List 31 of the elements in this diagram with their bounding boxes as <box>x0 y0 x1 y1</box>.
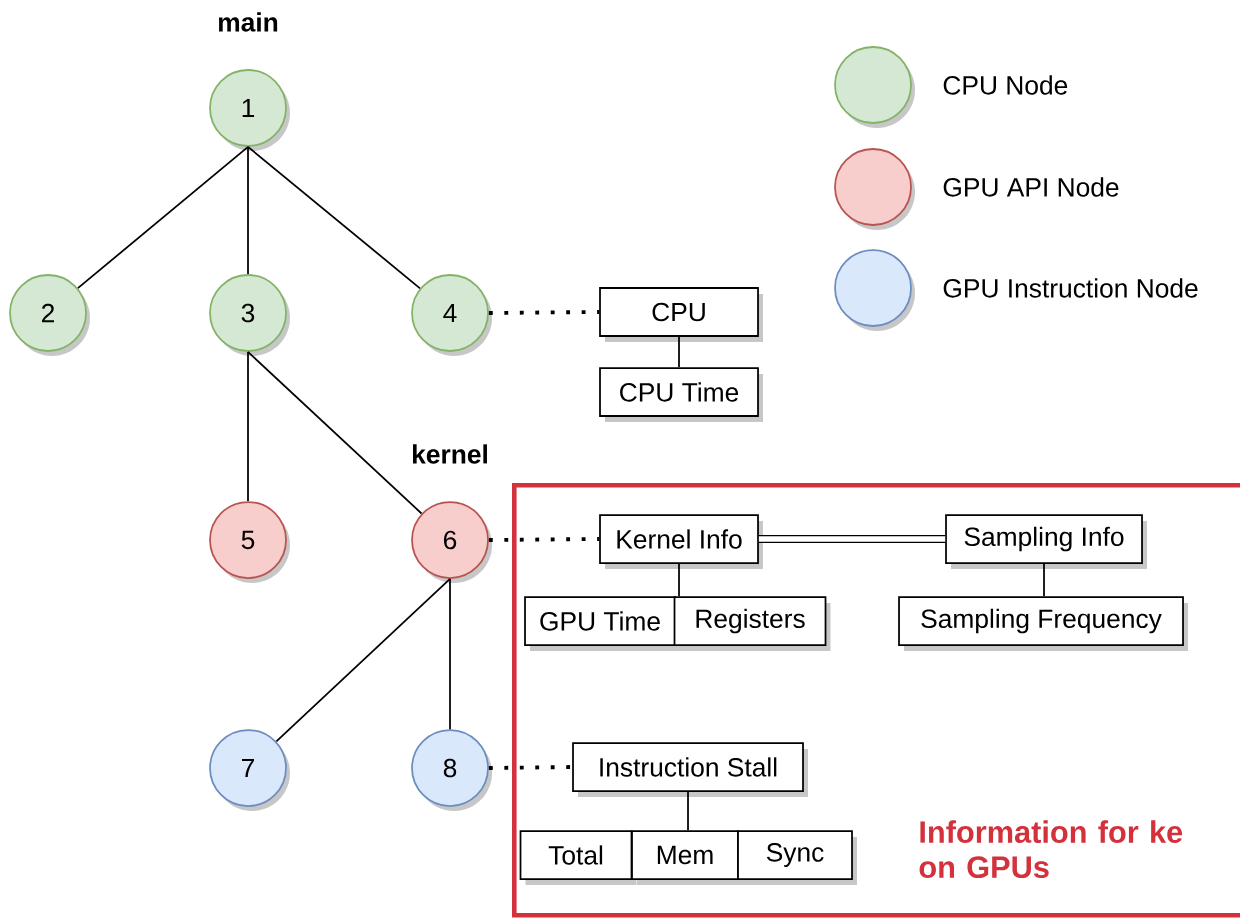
connector-line <box>77 146 249 290</box>
info-box: CPU Time <box>599 367 763 422</box>
node-caption: main <box>219 12 278 32</box>
info-box: Kernel Info <box>599 514 763 569</box>
connector-line <box>678 563 680 597</box>
double-line <box>758 534 946 544</box>
connector-line <box>247 146 249 275</box>
info-box: GPU Time <box>524 596 680 651</box>
connector-line <box>247 351 423 515</box>
legend-label: GPU Instruction Node <box>943 278 1198 298</box>
connector-line <box>275 578 451 743</box>
connector-line <box>1043 563 1045 597</box>
info-box: Sampling Info <box>945 514 1147 569</box>
info-box: Sampling Frequency <box>898 596 1188 651</box>
info-box: Total <box>519 830 637 885</box>
connector-line <box>678 336 680 368</box>
info-box: Instruction Stall <box>572 742 808 797</box>
legend-label: CPU Node <box>943 75 1068 95</box>
info-box: Registers <box>673 596 831 651</box>
info-box: CPU <box>599 287 763 342</box>
connector-line <box>687 791 689 831</box>
dotted-connector <box>488 537 600 542</box>
info-box: Mem <box>631 830 743 885</box>
info-box: Sync <box>737 830 857 885</box>
dotted-connector <box>488 310 600 315</box>
connector-line <box>449 578 451 730</box>
connector-line <box>247 351 249 502</box>
dotted-connector <box>488 765 573 770</box>
legend-label: GPU API Node <box>943 177 1119 197</box>
connector-line <box>247 146 421 290</box>
node-caption: kernel <box>413 444 487 464</box>
